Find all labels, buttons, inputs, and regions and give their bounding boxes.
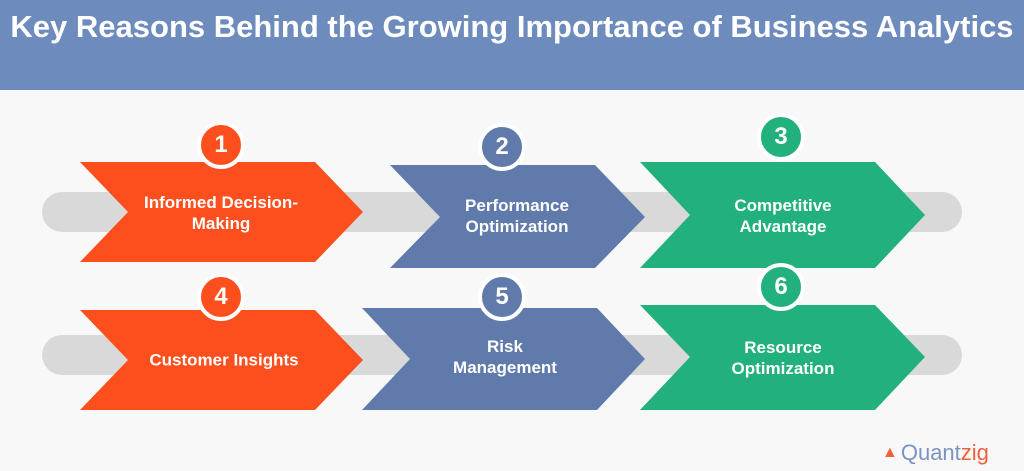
step-number-5: 5 [478, 273, 526, 321]
step-label-1: Informed Decision-Making [144, 193, 298, 233]
logo-text-part1: Quant [900, 440, 961, 465]
step-label-2: Performance Optimization [465, 196, 569, 236]
step-number-1: 1 [197, 121, 245, 169]
logo-text-part2: zig [960, 440, 989, 465]
step-label-3: Competitive Advantage [734, 196, 832, 236]
chevron-5 [362, 308, 645, 410]
chevron-3 [640, 162, 925, 268]
step-number-6: 6 [757, 263, 805, 311]
chevron-1 [80, 162, 363, 262]
chevron-6 [640, 305, 925, 410]
step-number-2: 2 [478, 123, 526, 171]
chevron-4 [80, 310, 363, 410]
chevron-2 [390, 165, 645, 268]
page-title: Key Reasons Behind the Growing Importanc… [0, 0, 1024, 90]
step-label-5: Risk Management [453, 337, 557, 377]
step-number-4: 4 [197, 273, 245, 321]
step-label-6: Resource Optimization [731, 338, 835, 378]
book-icon: ▲ [882, 444, 898, 461]
step-label-4: Customer Insights [149, 350, 299, 370]
step-number-3: 3 [757, 113, 805, 161]
